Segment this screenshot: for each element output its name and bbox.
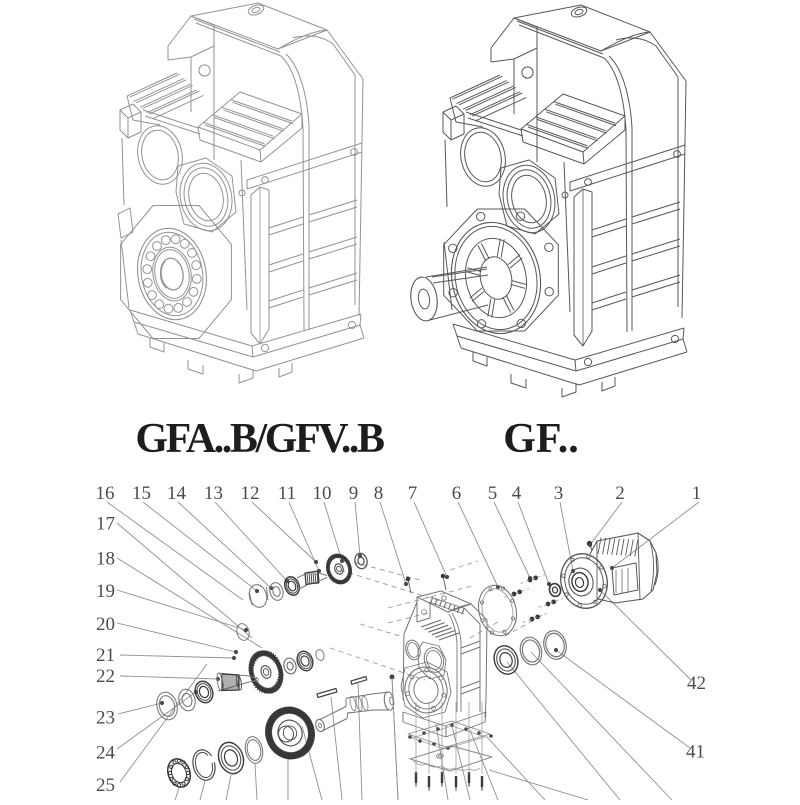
svg-text:17: 17 (96, 514, 115, 535)
svg-text:13: 13 (204, 483, 223, 504)
svg-text:20: 20 (96, 614, 115, 635)
svg-text:41: 41 (686, 742, 705, 763)
svg-text:5: 5 (488, 483, 498, 504)
svg-text:3: 3 (554, 483, 564, 504)
svg-text:19: 19 (96, 581, 115, 602)
svg-text:14: 14 (167, 483, 187, 504)
svg-text:7: 7 (408, 483, 418, 504)
svg-text:18: 18 (96, 549, 115, 570)
svg-text:12: 12 (241, 483, 260, 504)
svg-text:1: 1 (692, 483, 702, 504)
svg-text:15: 15 (132, 483, 151, 504)
svg-text:25: 25 (96, 775, 115, 796)
svg-text:4: 4 (512, 483, 522, 504)
svg-text:GF..: GF.. (503, 416, 578, 462)
svg-text:9: 9 (349, 483, 359, 504)
svg-text:11: 11 (278, 483, 296, 504)
svg-text:8: 8 (374, 483, 384, 504)
svg-text:GFA..B/GFV..B: GFA..B/GFV..B (135, 416, 384, 462)
svg-text:10: 10 (313, 483, 332, 504)
svg-text:23: 23 (96, 708, 115, 729)
svg-text:21: 21 (96, 645, 115, 666)
svg-text:6: 6 (452, 483, 462, 504)
svg-text:22: 22 (96, 666, 115, 687)
svg-text:24: 24 (96, 743, 116, 764)
svg-text:2: 2 (615, 483, 625, 504)
svg-text:42: 42 (687, 673, 706, 694)
svg-text:16: 16 (96, 483, 115, 504)
